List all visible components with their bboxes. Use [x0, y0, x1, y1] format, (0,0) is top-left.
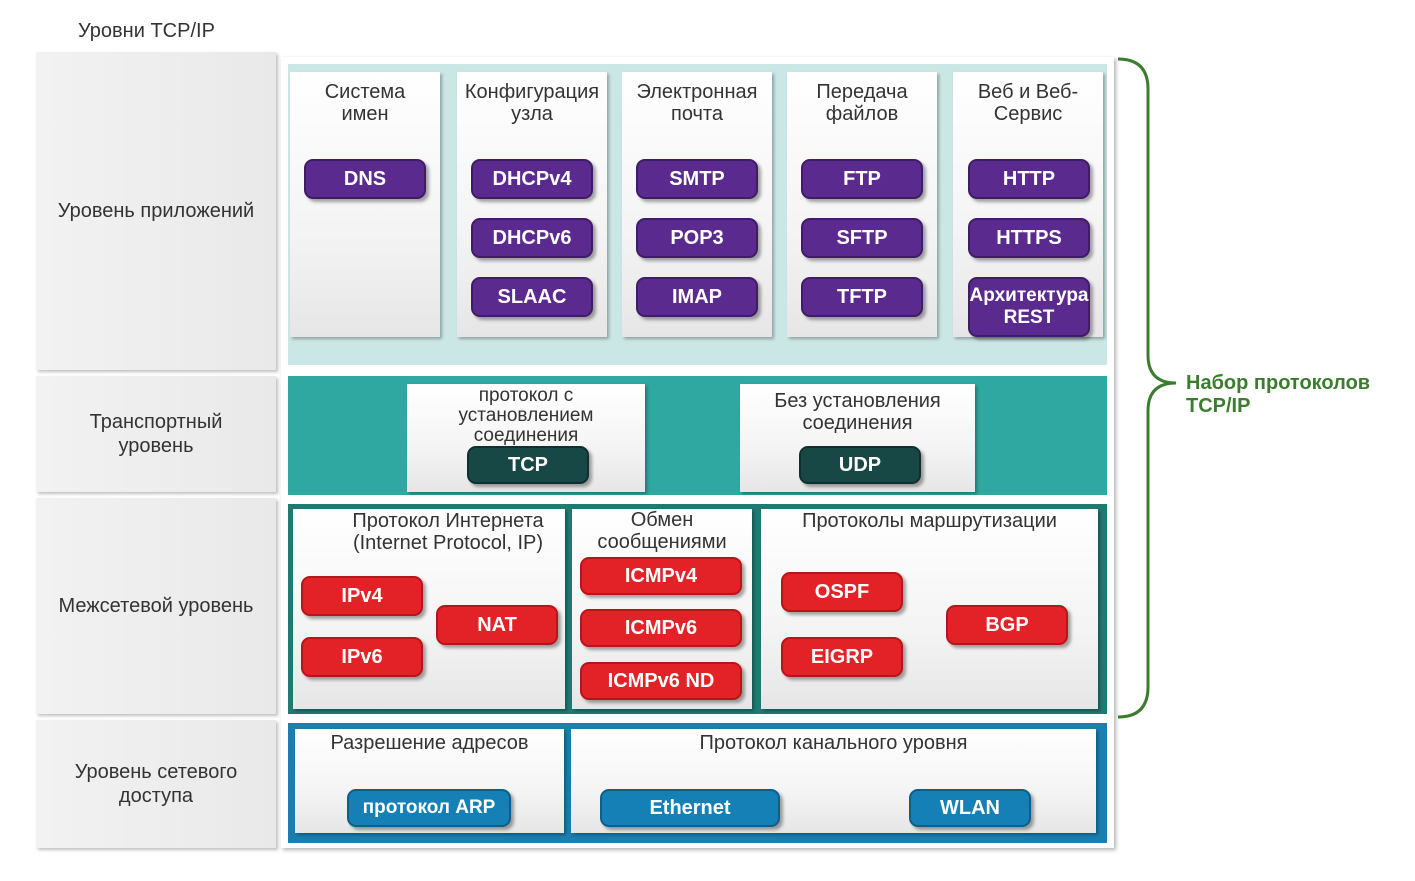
protocol-ftp: FTP [801, 159, 923, 199]
protocol-icmpv6-nd: ICMPv6 ND [580, 662, 742, 700]
suite-bracket-icon [1117, 57, 1177, 719]
layer-transport-label: Транспортный уровень [89, 411, 223, 457]
app-group-host-config-label: Конфигурация узла [464, 81, 600, 125]
network-group-address-resolution: Разрешение адресов протокол ARP [295, 729, 564, 833]
protocol-sftp: SFTP [801, 218, 923, 258]
transport-group-connection-oriented: протокол с установлением соединения TCP [407, 384, 645, 492]
protocol-arp: протокол ARP [347, 789, 511, 827]
protocol-wlan: WLAN [909, 789, 1031, 827]
protocol-dns: DNS [304, 159, 426, 199]
app-group-naming-label: Система имен [324, 81, 406, 125]
transport-group-connectionless: Без установления соединения UDP [740, 384, 975, 492]
internet-group-messaging-label: Обмен сообщениями [597, 509, 727, 553]
protocol-ospf: OSPF [781, 572, 903, 612]
transport-group-connection-oriented-label: протокол с установлением соединения [458, 385, 594, 446]
protocol-https: HTTPS [968, 218, 1090, 258]
protocol-udp: UDP [799, 446, 921, 484]
protocol-rest: Архитектура REST [968, 277, 1090, 337]
protocol-icmpv6: ICMPv6 [580, 609, 742, 647]
transport-group-connectionless-label: Без установления соединения [774, 390, 941, 434]
layer-application: Уровень приложений [36, 52, 276, 370]
protocol-tftp: TFTP [801, 277, 923, 317]
app-group-naming: Система имен DNS [290, 72, 440, 337]
network-group-address-resolution-label: Разрешение адресов [330, 732, 529, 754]
internet-group-ip: Протокол Интернета (Internet Protocol, I… [293, 509, 565, 709]
internet-group-routing: Протоколы маршрутизации OSPF EIGRP BGP [761, 509, 1098, 709]
internet-group-messaging: Обмен сообщениями ICMPv4 ICMPv6 ICMPv6 N… [572, 509, 752, 709]
protocol-nat: NAT [436, 605, 558, 645]
app-group-email: Электронная почта SMTP POP3 IMAP [622, 72, 772, 337]
network-group-data-link-label: Протокол канального уровня [699, 732, 968, 754]
layer-internet: Межсетевой уровень [36, 498, 276, 714]
layer-network-access-label: Уровень сетевого доступа [74, 761, 238, 807]
layer-network-access: Уровень сетевого доступа [36, 720, 276, 848]
internet-group-routing-label: Протоколы маршрутизации [802, 510, 1057, 532]
protocol-slaac: SLAAC [471, 277, 593, 317]
protocol-tcp: TCP [467, 446, 589, 484]
protocol-bgp: BGP [946, 605, 1068, 645]
layer-internet-label: Межсетевой уровень [58, 595, 254, 617]
protocol-ipv4: IPv4 [301, 576, 423, 616]
protocol-dhcpv4: DHCPv4 [471, 159, 593, 199]
layer-transport: Транспортный уровень [36, 376, 276, 492]
protocol-ipv6: IPv6 [301, 637, 423, 677]
app-group-web: Веб и Веб-Сервис HTTP HTTPS Архитектура … [953, 72, 1103, 337]
network-group-data-link: Протокол канального уровня Ethernet WLAN [571, 729, 1096, 833]
protocol-http: HTTP [968, 159, 1090, 199]
protocol-pop3: POP3 [636, 218, 758, 258]
protocol-dhcpv6: DHCPv6 [471, 218, 593, 258]
app-group-web-label: Веб и Веб-Сервис [977, 81, 1079, 125]
diagram-title: Уровни TCP/IP [78, 20, 215, 42]
internet-group-ip-label: Протокол Интернета (Internet Protocol, I… [352, 510, 544, 554]
app-group-file-transfer: Передача файлов FTP SFTP TFTP [787, 72, 937, 337]
protocol-icmpv4: ICMPv4 [580, 557, 742, 595]
protocol-smtp: SMTP [636, 159, 758, 199]
app-group-file-transfer-label: Передача файлов [816, 81, 908, 125]
app-group-email-label: Электронная почта [636, 81, 758, 125]
protocol-eigrp: EIGRP [781, 637, 903, 677]
app-group-host-config: Конфигурация узла DHCPv4 DHCPv6 SLAAC [457, 72, 607, 337]
suite-label: Набор протоколов TCP/IP [1186, 372, 1371, 417]
protocol-ethernet: Ethernet [600, 789, 780, 827]
protocol-imap: IMAP [636, 277, 758, 317]
layer-application-label: Уровень приложений [57, 200, 255, 222]
